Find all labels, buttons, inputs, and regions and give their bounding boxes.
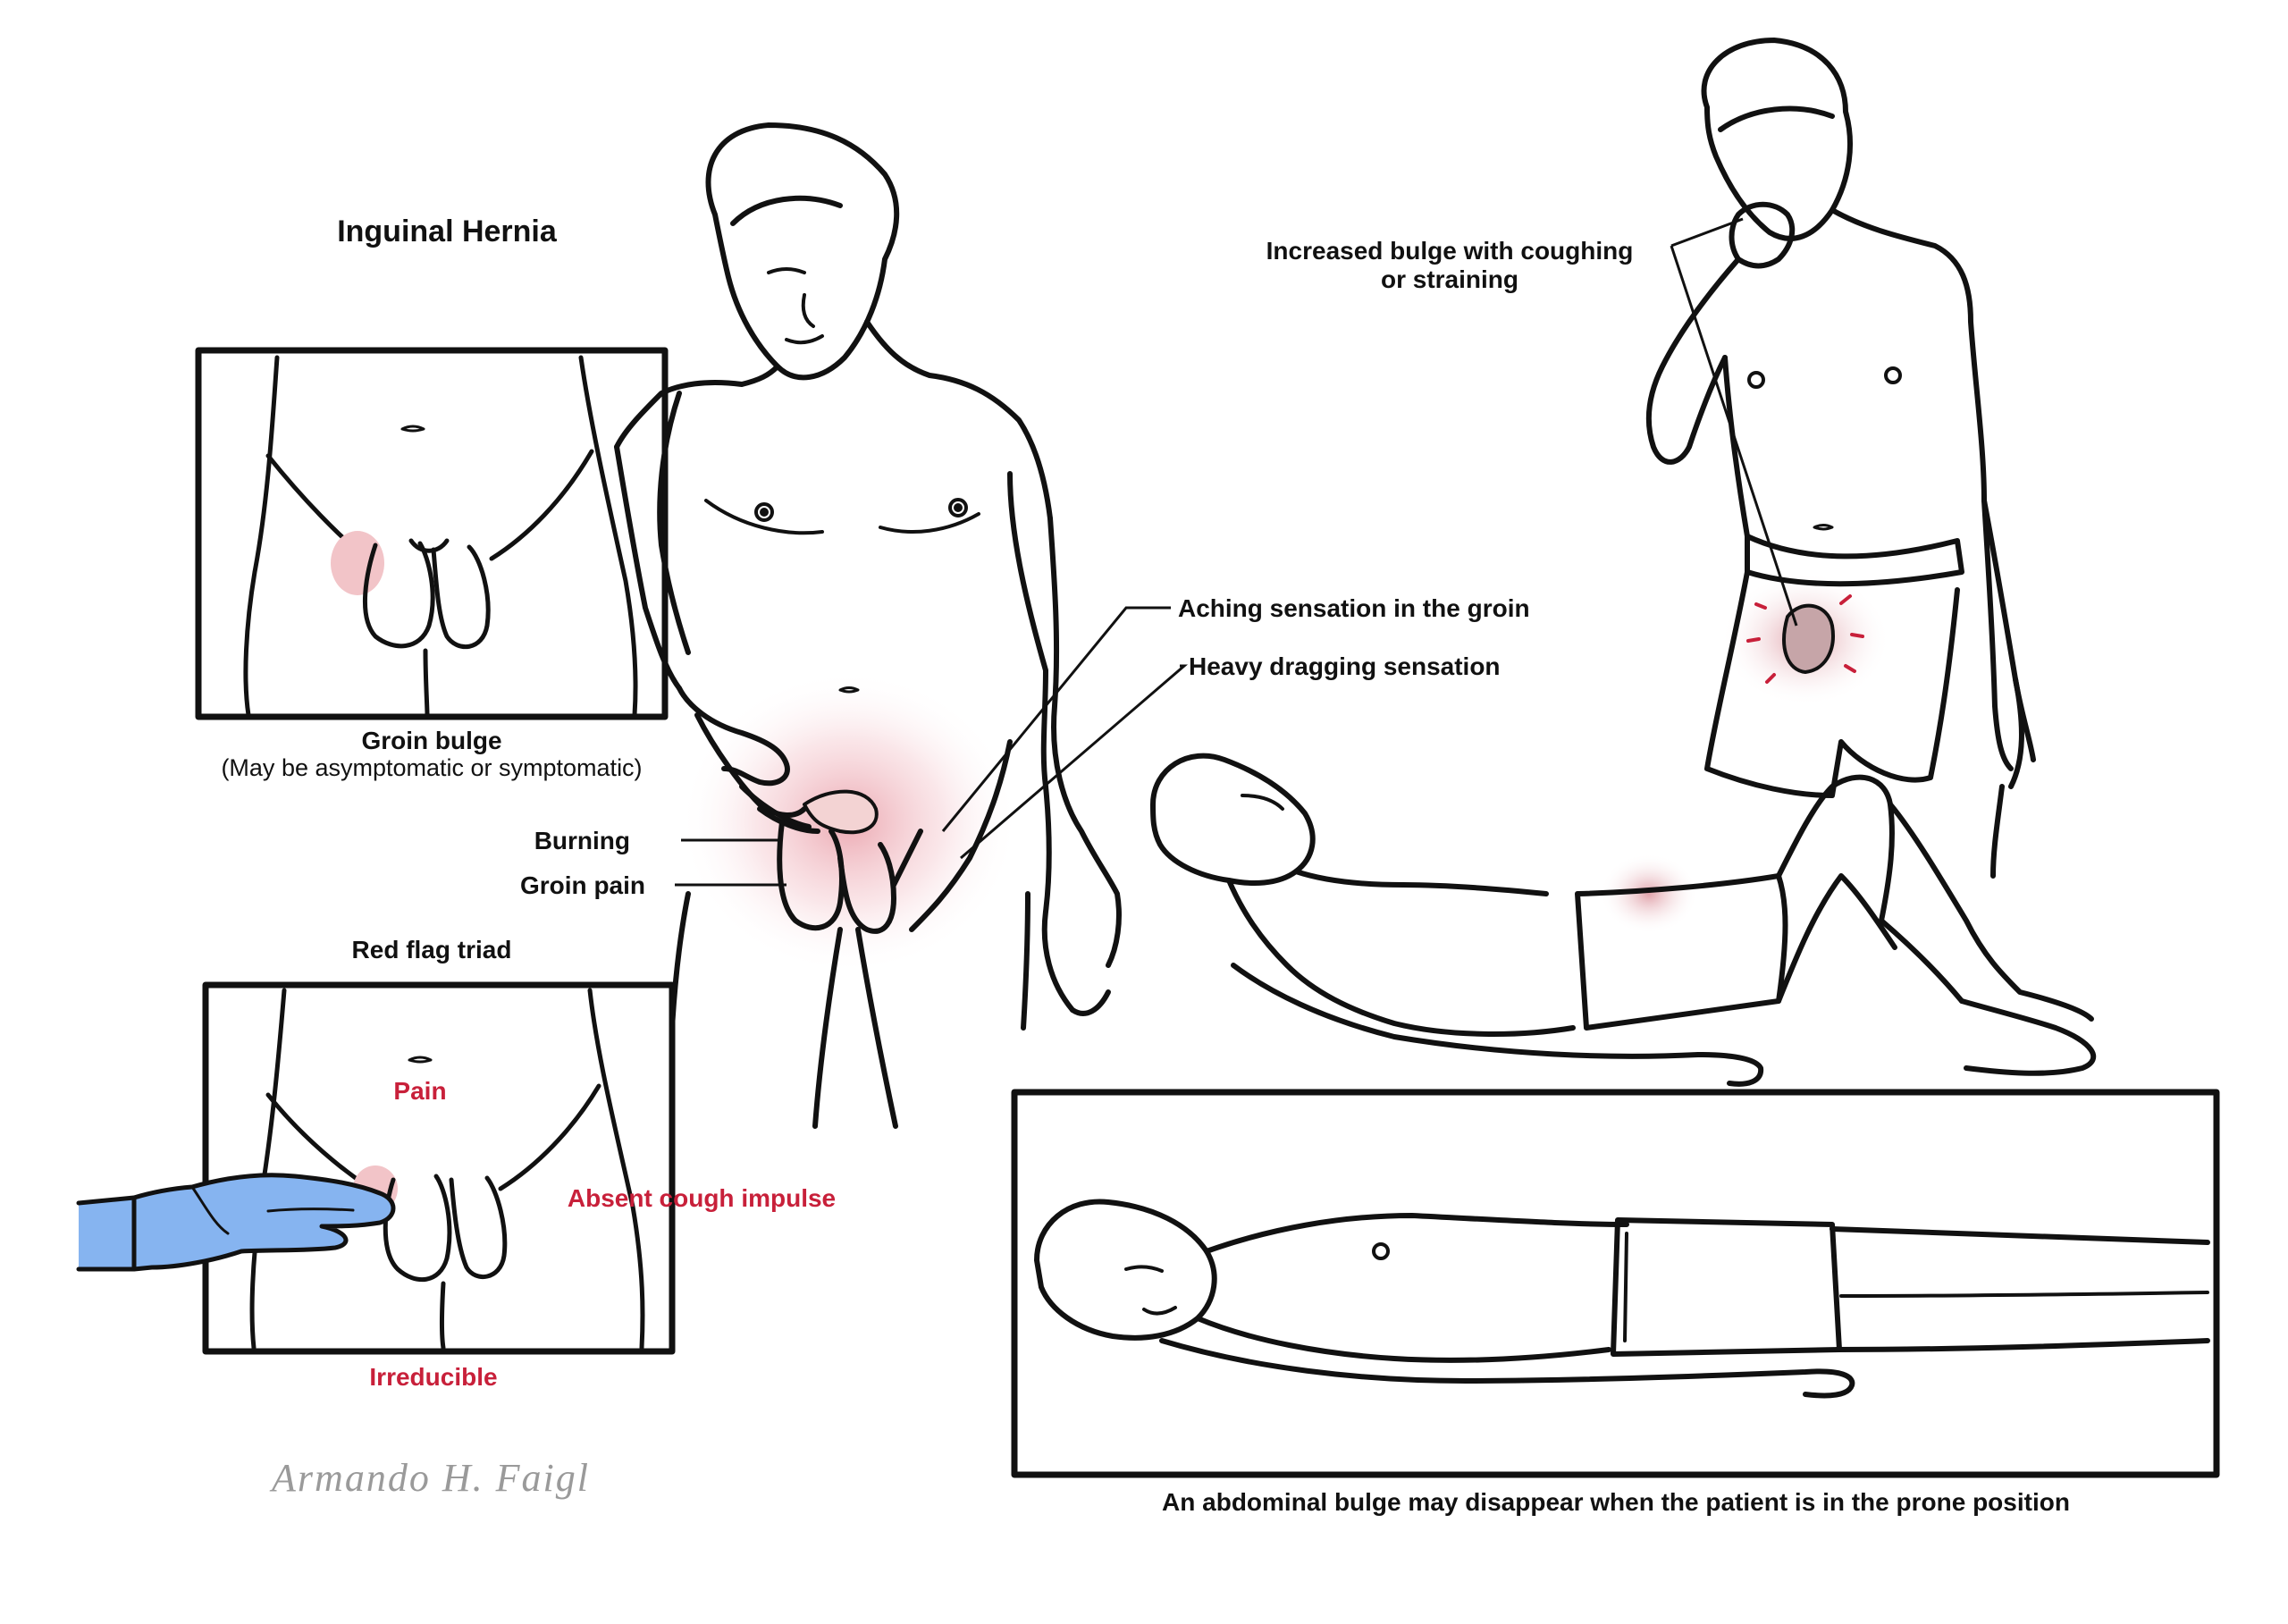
groin-bulge-subcaption: (May be asymptomatic or symptomatic) — [221, 754, 642, 781]
bulge-mark — [331, 531, 384, 595]
cough-leaders — [1670, 217, 1798, 627]
red-flag-pain: Pain — [393, 1077, 446, 1105]
cough-label-line2: or straining — [1381, 265, 1518, 293]
coughing-figure — [1645, 38, 2036, 879]
standing-figure — [614, 122, 1122, 1156]
reclining-glow — [1600, 854, 1698, 934]
artist-signature: Armando H. Faigl — [269, 1456, 590, 1500]
red-flag-heading: Red flag triad — [352, 936, 512, 963]
inset-frame — [195, 347, 669, 720]
red-flag-inset — [202, 981, 676, 1355]
red-flag-absent-cough: Absent cough impulse — [568, 1184, 836, 1212]
prone-panel — [1011, 1089, 2220, 1478]
red-flag-irreducible: Irreducible — [369, 1363, 497, 1391]
cough-label-line1: Increased bulge with coughing — [1266, 237, 1634, 265]
label-aching: Aching sensation in the groin — [1178, 594, 1530, 622]
label-heavy: Heavy dragging sensation — [1189, 652, 1501, 680]
prone-frame — [1011, 1089, 2220, 1478]
prone-caption: An abdominal bulge may disappear when th… — [1162, 1488, 2070, 1516]
gloved-hand — [76, 1173, 396, 1272]
groin-bulge-inset — [195, 347, 669, 720]
reclining-figure — [1150, 753, 2097, 1087]
label-groin-pain: Groin pain — [520, 871, 645, 899]
page-title: Inguinal Hernia — [337, 215, 558, 248]
inset-frame-2 — [202, 981, 676, 1355]
label-burning: Burning — [534, 827, 630, 854]
standing-leaders — [675, 606, 1189, 887]
groin-bulge-caption: Groin bulge — [361, 727, 501, 754]
